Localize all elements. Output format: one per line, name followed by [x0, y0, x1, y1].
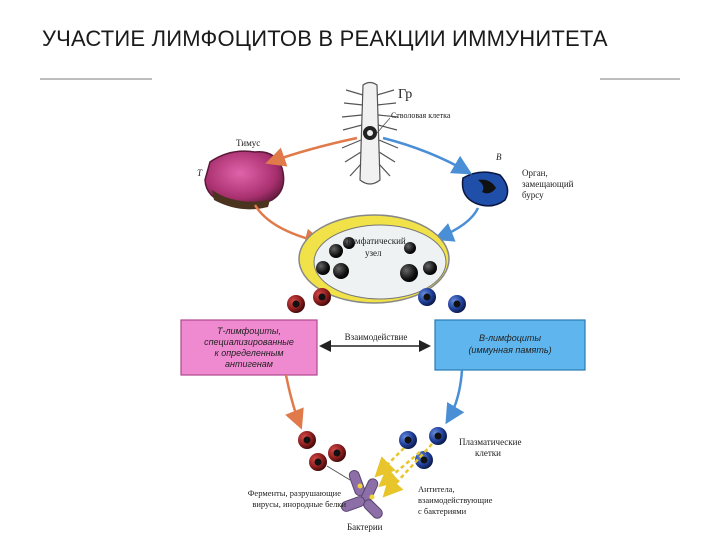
interaction-label-bg	[336, 331, 416, 343]
b-box-line-2: (иммунная память)	[468, 345, 551, 355]
antibody-label-2: взаимодействующие	[418, 495, 493, 505]
stem-to-thymus-arrow	[265, 136, 358, 167]
lymph-node-label-2: узел	[365, 248, 382, 258]
antibody-arrows	[374, 443, 433, 498]
enzymes-label-1: Ферменты, разрушающие	[248, 488, 342, 498]
antibody-label-1: Антитела,	[418, 484, 455, 494]
plasma-label-2: клетки	[475, 448, 501, 458]
title-underline-left	[40, 78, 152, 80]
t-lymphocyte-cells	[287, 288, 331, 313]
lymph-node	[298, 214, 450, 304]
t-box-line-4: антигенам	[225, 359, 273, 369]
granulocyte-label: Гр	[398, 87, 412, 102]
t-box-down-arrow	[284, 374, 304, 430]
t-box-line-2: специализированные	[204, 337, 294, 347]
bacteria-cluster	[340, 469, 383, 519]
lymph-node-label-1: Лимфатический	[344, 236, 406, 246]
effector-t-cells	[298, 431, 346, 471]
enzymes-label-2: вирусы, инородные белки	[252, 499, 346, 509]
b-lymphocyte-box	[434, 319, 586, 371]
bursa-label-3: бурсу	[522, 190, 544, 200]
b-box-down-arrow	[445, 369, 465, 425]
title-underline-right	[600, 78, 680, 80]
enzyme-leader	[326, 465, 351, 481]
b-lymphocyte-cells	[418, 288, 466, 313]
bacteria-label: Бактерии	[347, 522, 383, 532]
t-box-line-1: Т-лимфоциты,	[217, 326, 281, 336]
thymus-label: Тимус	[236, 138, 260, 148]
b-box-line-1: В-лимфоциты	[479, 333, 541, 343]
t-lymphocyte-box	[180, 319, 318, 376]
t-letter-label: Т	[197, 168, 203, 178]
stem-to-bursa-arrow	[382, 136, 473, 175]
b-letter-label: В	[496, 152, 502, 162]
interaction-label: Взаимодействие	[345, 332, 408, 342]
plasma-label-1: Плазматические	[459, 437, 521, 447]
plasma-cells	[399, 427, 447, 469]
stem-cell-leader	[376, 117, 391, 134]
bursa-inner	[478, 179, 496, 194]
bursa-label-2: замещающий	[522, 179, 574, 189]
stem-cell-label: Стволовая клетка	[391, 111, 451, 120]
thymus-base	[212, 190, 270, 210]
stem-cell-column	[341, 81, 399, 185]
antibody-label-3: с бактериями	[418, 506, 467, 516]
bursa-label-1: Орган,	[522, 168, 548, 178]
slide-title: УЧАСТИЕ ЛИМФОЦИТОВ В РЕАКЦИИ ИММУНИТЕТА	[42, 26, 608, 51]
bursa-to-node-arrow	[433, 207, 480, 242]
t-box-line-3: к определенным	[214, 348, 283, 358]
